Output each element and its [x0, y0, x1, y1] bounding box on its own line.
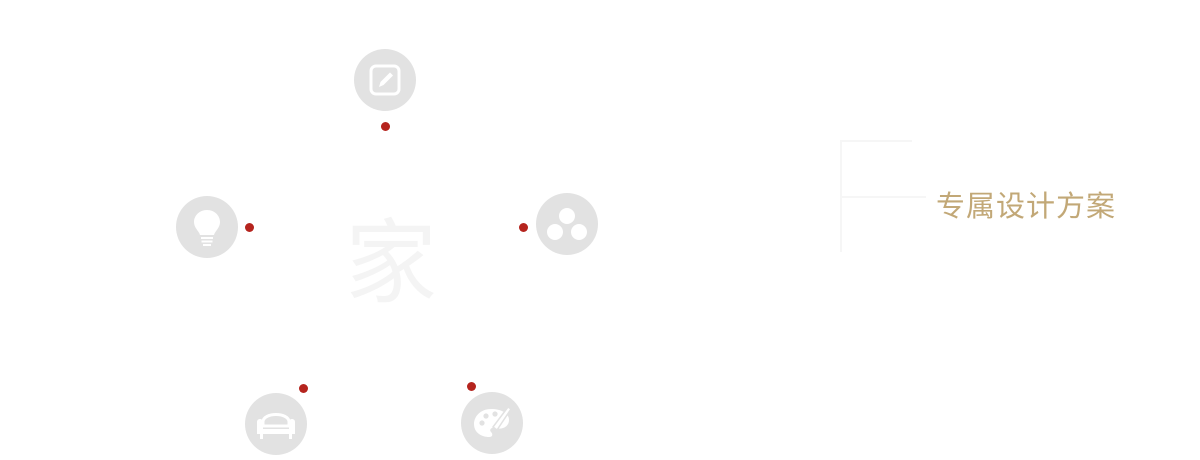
palette-dot: [467, 382, 476, 391]
sofa-node[interactable]: [245, 393, 307, 455]
team-dot: [519, 223, 528, 232]
palette-icon: [474, 405, 513, 437]
pencil-dot: [381, 122, 390, 131]
background-character: 家: [345, 210, 438, 317]
decorative-line: [840, 196, 926, 198]
palette-node[interactable]: [461, 392, 523, 454]
lightbulb-dot: [245, 223, 254, 232]
pencil-icon: [369, 64, 401, 96]
team-icon: [545, 206, 589, 242]
slogan-panel: 专属设计方案: [840, 140, 1170, 260]
slogan-text: 专属设计方案: [936, 189, 1117, 223]
lightbulb-icon: [194, 210, 220, 246]
pencil-node[interactable]: [354, 49, 416, 111]
lightbulb-node[interactable]: [176, 196, 238, 258]
sofa-icon: [257, 413, 295, 439]
sofa-dot: [299, 384, 308, 393]
team-node[interactable]: [536, 193, 598, 255]
